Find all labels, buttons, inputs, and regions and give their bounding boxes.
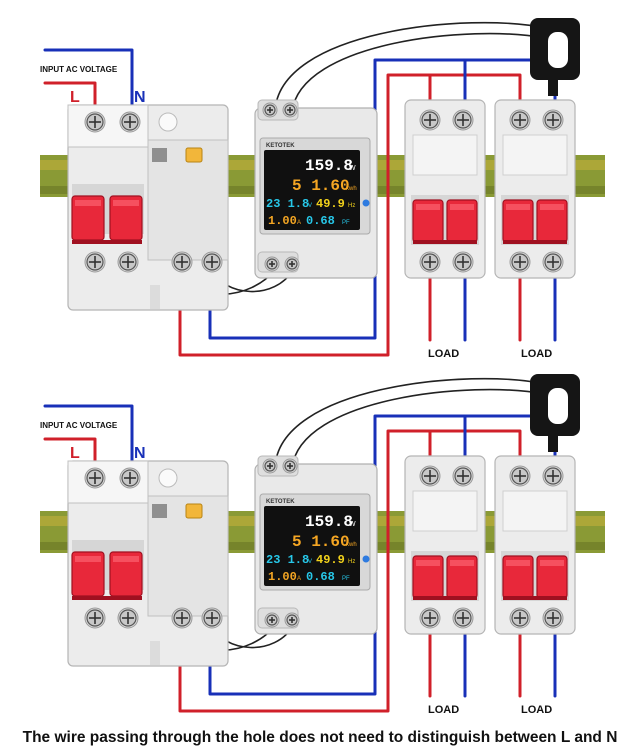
pf-value: 0.68 — [306, 570, 335, 584]
live-label: L — [70, 445, 80, 462]
rcbo-side-marks — [150, 641, 160, 665]
test-button — [185, 503, 203, 519]
handle-highlight — [506, 560, 530, 566]
meter-screen — [264, 506, 360, 586]
ct-signal-wire — [291, 32, 546, 113]
test-window — [152, 504, 167, 518]
load-label-1: LOAD — [428, 348, 459, 360]
frequency-unit: Hz — [348, 203, 355, 209]
handle-highlight — [75, 556, 101, 562]
neutral-input-wire — [43, 48, 134, 114]
handle-tie-bar — [413, 240, 477, 244]
input-ac-voltage-label: INPUT AC VOLTAGE — [40, 65, 118, 74]
breaker-face — [502, 134, 568, 176]
breaker-face — [412, 490, 478, 532]
handle-highlight — [540, 204, 564, 210]
rcbo-indicator — [158, 112, 178, 132]
load-label-1: LOAD — [428, 704, 459, 716]
neutral-label: N — [134, 445, 146, 462]
pf-value: 0.68 — [306, 214, 335, 228]
energy-value: 5 1.60 — [292, 177, 350, 195]
energy-unit: kwh — [346, 186, 357, 192]
frequency-value: 49.9 — [316, 553, 345, 567]
voltage-unit: V — [308, 559, 312, 565]
meter-screen — [264, 150, 360, 230]
ct-signal-wire — [291, 388, 546, 469]
handle-highlight — [416, 560, 440, 566]
live-feed-wire — [178, 429, 432, 713]
clamp-hole — [548, 388, 568, 424]
load-breaker-2 — [494, 99, 576, 279]
pf-unit: PF — [342, 220, 350, 226]
handle-tie-bar — [503, 596, 567, 600]
neutral-label: N — [134, 89, 146, 106]
handle-tie-bar — [503, 240, 567, 244]
load-breaker-1 — [404, 99, 486, 279]
power-value: 159.8 — [305, 513, 353, 531]
load-breaker-1 — [404, 455, 486, 635]
meter-led — [362, 555, 370, 563]
energy-value: 5 1.60 — [292, 533, 350, 551]
meter-led — [362, 199, 370, 207]
handle-highlight — [113, 200, 139, 206]
live-label: L — [70, 89, 80, 106]
handle-highlight — [506, 204, 530, 210]
current-clamp — [530, 18, 580, 96]
handle-highlight — [450, 560, 474, 566]
load-breaker-body — [404, 99, 486, 279]
handle-highlight — [540, 560, 564, 566]
frequency-unit: Hz — [348, 559, 355, 565]
test-window — [152, 148, 167, 162]
input-ac-voltage-label: INPUT AC VOLTAGE — [40, 421, 118, 430]
load-breaker-body — [494, 455, 576, 635]
ct-signal-wire — [274, 21, 546, 113]
clamp-hook — [548, 70, 558, 96]
load-label-2: LOAD — [521, 704, 552, 716]
breaker-face — [502, 490, 568, 532]
load-breaker-body — [494, 99, 576, 279]
brand-label: KETOTEK — [266, 499, 295, 505]
clamp-hole — [548, 32, 568, 68]
energy-unit: kwh — [346, 542, 357, 548]
power-unit: W — [349, 521, 356, 528]
breaker-face — [412, 134, 478, 176]
power-value: 159.8 — [305, 157, 353, 175]
current-value: 1.00 — [268, 570, 297, 584]
current-clamp — [530, 374, 580, 452]
handle-highlight — [113, 556, 139, 562]
clamp-hook — [548, 426, 558, 452]
voltage-value: 23 1.8 — [266, 197, 309, 211]
live-feed-wire — [178, 73, 432, 357]
load-breaker-2 — [494, 455, 576, 635]
live-input-wire — [43, 437, 97, 470]
neutral-input-wire — [43, 404, 134, 470]
rcbo-side-marks — [150, 285, 160, 309]
handle-highlight — [75, 200, 101, 206]
live-input-wire — [43, 81, 97, 114]
load-label-2: LOAD — [521, 348, 552, 360]
current-unit: A — [297, 576, 301, 582]
load-breaker-body — [404, 455, 486, 635]
rcbo-indicator — [158, 468, 178, 488]
current-unit: A — [297, 220, 301, 226]
handle-tie-bar — [72, 240, 142, 244]
handle-highlight — [416, 204, 440, 210]
voltage-value: 23 1.8 — [266, 553, 309, 567]
handle-tie-bar — [413, 596, 477, 600]
power-unit: W — [349, 165, 356, 172]
test-button — [185, 147, 203, 163]
frequency-value: 49.9 — [316, 197, 345, 211]
handle-highlight — [450, 204, 474, 210]
current-value: 1.00 — [268, 214, 297, 228]
caption: The wire passing through the hole does n… — [22, 729, 618, 746]
handle-tie-bar — [72, 596, 142, 600]
brand-label: KETOTEK — [266, 143, 295, 149]
voltage-unit: V — [308, 203, 312, 209]
ct-signal-wire — [274, 377, 546, 469]
pf-unit: PF — [342, 576, 350, 582]
